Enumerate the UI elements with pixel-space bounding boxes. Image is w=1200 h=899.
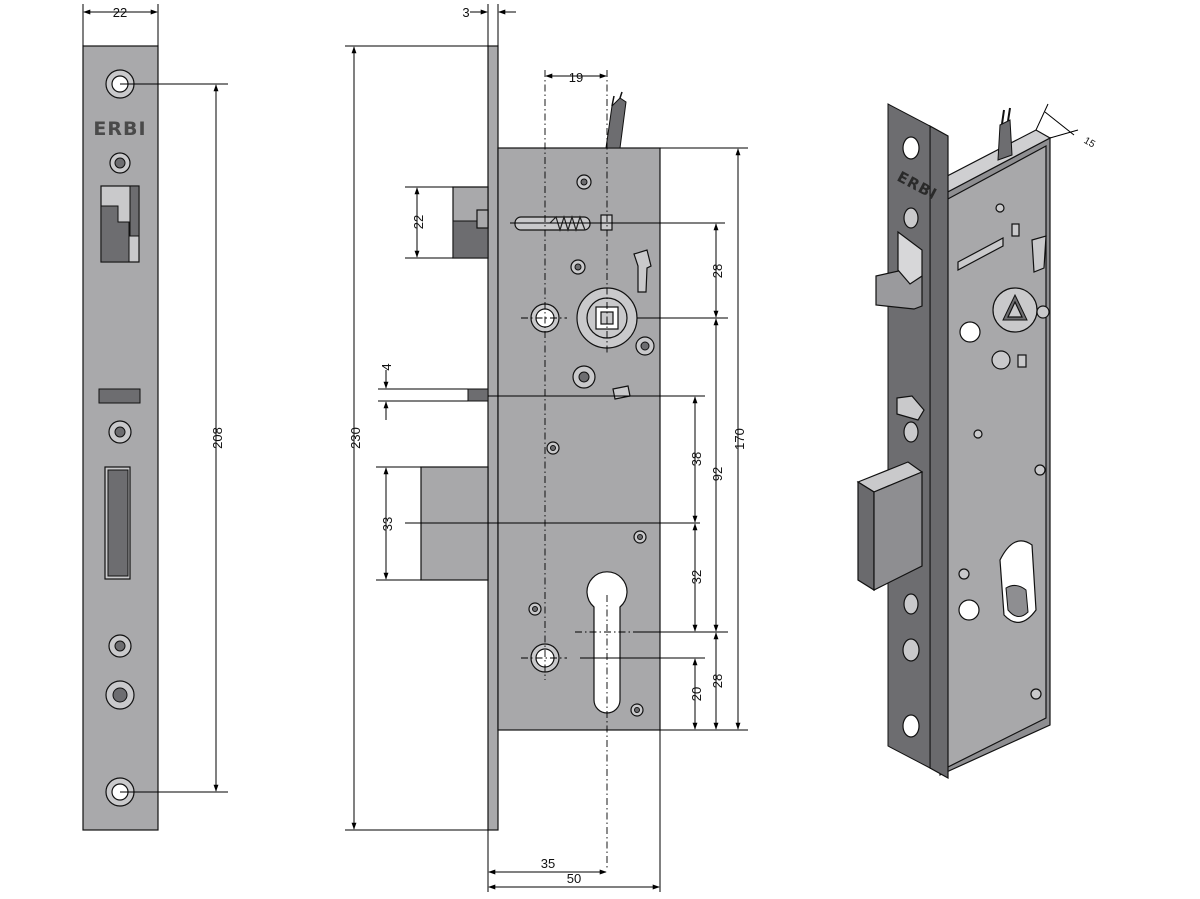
dim-body-depth: 50 (567, 871, 581, 886)
dim-overall-height: 230 (348, 427, 363, 449)
side-view: 3 19 22 4 33 230 28 (345, 4, 748, 892)
lower-screw (114, 640, 126, 652)
dim-faceplate-thickness: 3 (462, 5, 469, 20)
small-tab (612, 385, 631, 400)
brand-logo: ERBI (93, 118, 146, 140)
front-view: ERBI 22 208 (82, 4, 228, 831)
dim-spindle-to-top: 28 (710, 264, 725, 278)
dim-body-height: 170 (732, 428, 747, 450)
dim-cylinder-bottom-a: 20 (689, 687, 704, 701)
dim-cylinder-bottom-b: 28 (710, 674, 725, 688)
dim-deadbolt-height: 33 (380, 517, 395, 531)
lock-body (497, 147, 661, 731)
small-bolt (467, 388, 489, 402)
lever-arm (633, 249, 652, 293)
iso-cable (997, 119, 1013, 161)
dim-cable-offset: 19 (569, 70, 583, 85)
iso-view: 15 ERBI (856, 103, 1098, 780)
latch-slot (129, 185, 140, 237)
deadbolt-face (107, 469, 129, 577)
dim-screw-spacing: 208 (210, 427, 225, 449)
cable (605, 97, 627, 149)
latch-bolt-face (100, 205, 130, 263)
dim-latch-height: 22 (411, 215, 426, 229)
dim-small-bolt: 4 (379, 363, 394, 370)
faceplate-side (487, 45, 499, 831)
dim-deadbolt-to-cylinder: 32 (689, 570, 704, 584)
dim-front-width: 22 (113, 5, 127, 20)
dim-cable-depth: 15 (1082, 135, 1098, 150)
dim-backset: 35 (541, 856, 555, 871)
upper-screw (114, 157, 126, 169)
mid-screw (114, 426, 126, 438)
dim-spindle-to-cylinder: 92 (710, 467, 725, 481)
lower-hole (112, 687, 128, 703)
iso-body-face (945, 144, 1047, 769)
small-bolt-opening (98, 388, 141, 404)
dim-latch-to-spindle-gap: 38 (689, 452, 704, 466)
